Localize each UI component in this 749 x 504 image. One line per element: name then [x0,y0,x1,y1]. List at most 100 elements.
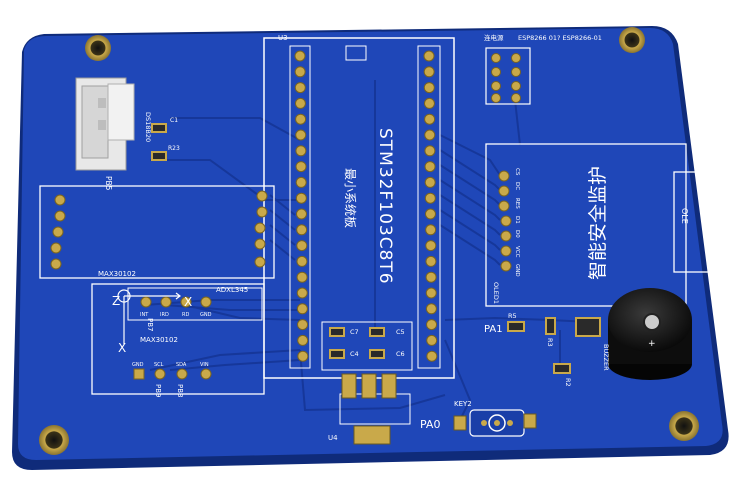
pb7-label: PB7 [146,318,154,331]
stm32-right-pin [425,255,437,267]
stm32-left-pin [295,145,307,157]
stm32-right-pin [423,97,435,109]
stm32-right-pins [423,50,438,362]
max30102-mid-label: MAX30102 [140,336,178,344]
stm32-left-pin [296,208,307,220]
u4-label: U4 [328,434,338,442]
r3-label: R3 [546,338,554,347]
stm32-right-pin [425,240,437,252]
oled-pin-gnd: GND [514,264,520,277]
mount-hole-tr [619,27,645,53]
stm32-right-pin [424,161,436,173]
u3-label: U3 [278,34,288,42]
stm32-left-pin [294,66,306,78]
oled-pin-d1: D1 [514,216,520,224]
stm32-right-pin [424,192,436,204]
c1-r23: C1 R23 [151,117,180,161]
c5-label: C5 [396,328,405,336]
adxl-pin-rd: RD [182,312,189,318]
max30102-top-label: MAX30102 [98,270,136,278]
pb9-label: PB9 [154,384,162,397]
c1-label: C1 [170,117,178,124]
oled-pin-cs: CS [514,168,520,176]
stm32-right-pin [426,319,438,331]
axis-x-label-2: X [184,295,192,309]
buzzer-plus-icon: + [648,339,656,349]
mount-hole-br [669,411,699,441]
adxl345-module: ADXL345 INT IRD RD GND Z X X PB7 MAX3010… [91,283,265,397]
board-surface [18,28,723,460]
key2-button: KEY2 PA0 [420,400,537,437]
oled-side-label: OLE [680,208,689,224]
esp-prefix-label: 连电源 [484,33,504,42]
stm32-left-pin [296,224,308,236]
esp8266-header: 连电源 ESP8266 01? ESP8266-01 [484,33,602,105]
mount-hole-tl [85,35,111,61]
axis-z-label: Z [112,294,120,308]
stm32-left-pin [297,319,309,331]
stm32-left-pins [294,50,309,362]
adxl-label: ADXL345 [216,286,248,294]
stm32-left-pin [294,82,306,94]
max30102-top-module: MAX30102 [39,185,275,279]
stm32-right-pin [423,82,435,94]
stm32-left-pin [297,350,309,362]
oled-pin-dc: DC [514,182,520,190]
pa0-label: PA0 [420,418,440,431]
r5-label: R5 [508,312,517,320]
stm32-right-pin [426,334,438,346]
mcu-part-label: STM32F103C8T6 [375,128,395,285]
oled1-label: OLED1 [492,282,500,304]
r2-label: R2 [564,378,572,387]
stm32-right-pin [425,271,437,283]
stm32-right-pin [423,66,435,78]
connector-housing: DS18B20 PB5 [75,77,152,191]
oled-pin-vcc: VCC [514,246,520,258]
stm32-right-pin [425,287,437,299]
buzzer-label: BUZZER [602,344,610,371]
pa1-label: PA1 [484,324,503,335]
stm32-left-pin [296,240,308,252]
stm32-right-pin [425,208,436,220]
stm32-left-pin [294,97,306,109]
stm32-left-pin [296,287,308,299]
buzzer-driver-parts: PA1 R5 R3 R2 [484,312,601,387]
oled-pin-d0: D0 [514,230,520,238]
pb8-label: PB8 [176,384,184,397]
oled-pin-res: RES [514,198,520,209]
stm32-left-pin [296,271,308,283]
stm32-right-pin [424,129,436,141]
esp-header-label: ESP8266 01? ESP8266-01 [518,34,602,42]
c4-label: C4 [350,350,359,358]
adxl-pin-gnd: GND [200,312,212,318]
oled-module: CS DC RES D1 D0 VCC GND OLED1 智能安全监护 OLE [485,143,715,307]
axis-x-label: X [118,341,126,355]
buzzer: + BUZZER [602,288,692,380]
stm32-left-pin [297,334,309,346]
stm32-left-pin [294,50,306,62]
sensor-pin-scl: SCL [154,362,164,368]
stm32-right-pin [424,145,436,157]
stm32-left-pin [296,303,308,315]
sensor-pin-sda: SDA [176,362,187,368]
sensor-pin-gnd: GND [132,362,144,368]
u4-regulator: U4 [328,373,411,445]
stm32-right-pin [423,50,435,62]
c6-label: C6 [396,350,405,358]
stm32-left-pin [296,255,308,267]
sensor-pin-vin: VIN [200,362,209,368]
stm32-right-pin [424,176,436,188]
stm32-left-pin [295,192,307,204]
c7-label: C7 [350,328,359,336]
axis-icon [117,289,181,344]
adxl-pin-int: INT [140,312,149,318]
stm32-right-pin [425,303,437,315]
mcu-board-label: 最小系统板 [343,168,357,228]
stm32-left-pin [295,176,307,188]
stm32-left-pin [295,113,307,125]
stm32-left-pin [295,129,307,141]
adxl-pin-ird: IRD [160,312,169,318]
key2-label: KEY2 [454,400,472,408]
